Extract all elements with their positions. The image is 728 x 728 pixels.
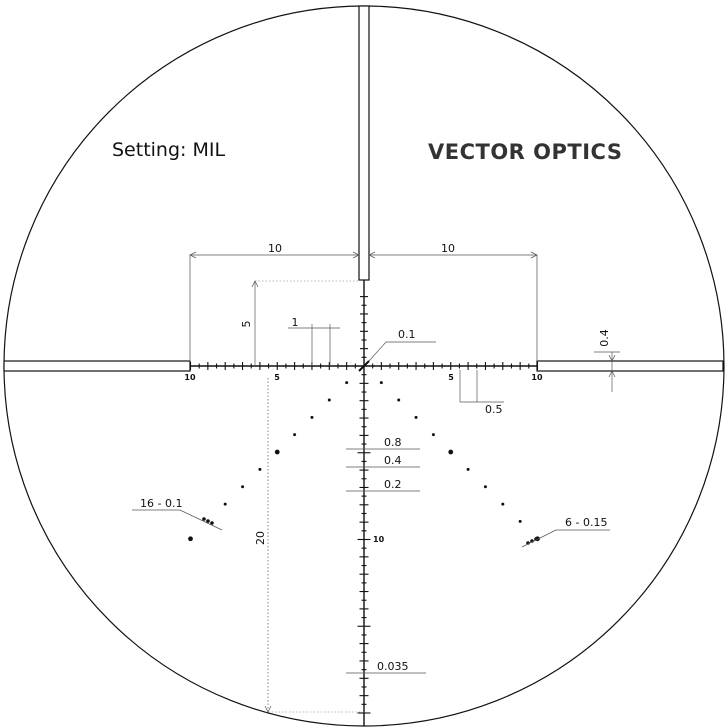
leader-dot xyxy=(202,517,206,521)
holdover-dot xyxy=(345,381,349,385)
top-post xyxy=(358,5,370,281)
holdover-dot xyxy=(448,449,454,455)
holdover-dot xyxy=(379,381,383,385)
holdover-dot xyxy=(258,467,262,471)
setting-label: Setting: MIL xyxy=(112,139,226,161)
v-label-10: 10 xyxy=(373,535,385,544)
right-post xyxy=(536,360,724,372)
leader-dot xyxy=(210,521,214,525)
dim-left-dots: 16 - 0.1 xyxy=(140,497,182,510)
dim-one-mil: 1 xyxy=(292,316,299,329)
holdover-dot xyxy=(293,433,297,437)
dim-vertical-5: 5 xyxy=(240,321,253,328)
dim-bar-04: 0.4 xyxy=(384,454,402,467)
center-dot-marker xyxy=(358,360,370,372)
h-label-right-10: 10 xyxy=(531,373,543,382)
vertical-ticks xyxy=(357,296,371,714)
dim-drop-20: 20 xyxy=(254,531,267,545)
leader-dot xyxy=(206,519,210,523)
dim-bar-02: 0.2 xyxy=(384,478,402,491)
holdover-dot xyxy=(274,449,280,455)
fine-crosshair xyxy=(190,280,537,726)
holdover-dot xyxy=(327,398,331,402)
h-label-right-5: 5 xyxy=(448,373,454,382)
dim-right-10: 10 xyxy=(441,242,455,255)
holdover-dot xyxy=(466,467,470,471)
dim-center-dot: 0.1 xyxy=(398,328,416,341)
h-label-left-5: 5 xyxy=(274,373,280,382)
dimension-lines xyxy=(132,251,620,713)
holdover-dot xyxy=(414,415,418,419)
holdover-dot xyxy=(431,433,435,437)
dim-right-dots: 6 - 0.15 xyxy=(565,516,607,529)
holdover-dot xyxy=(397,398,401,402)
holdover-dot xyxy=(483,485,487,489)
dim-post-width: 0.4 xyxy=(598,329,611,347)
h-label-left-10: 10 xyxy=(184,373,196,382)
holdover-dot xyxy=(518,519,522,523)
vector-optics-logo: VECTOR OPTICS xyxy=(428,140,623,164)
holdover-dot xyxy=(501,502,505,506)
dotted-guides xyxy=(189,255,538,713)
holdover-dot xyxy=(241,485,245,489)
dim-line-width: 0.035 xyxy=(377,660,409,673)
dim-tick-spacing: 0.5 xyxy=(485,403,503,416)
left-post xyxy=(3,360,191,372)
holdover-dot xyxy=(188,536,193,542)
dim-left-10: 10 xyxy=(268,242,282,255)
holdover-dot xyxy=(310,415,314,419)
dim-bar-08: 0.8 xyxy=(384,436,402,449)
holdover-dot xyxy=(223,502,227,506)
